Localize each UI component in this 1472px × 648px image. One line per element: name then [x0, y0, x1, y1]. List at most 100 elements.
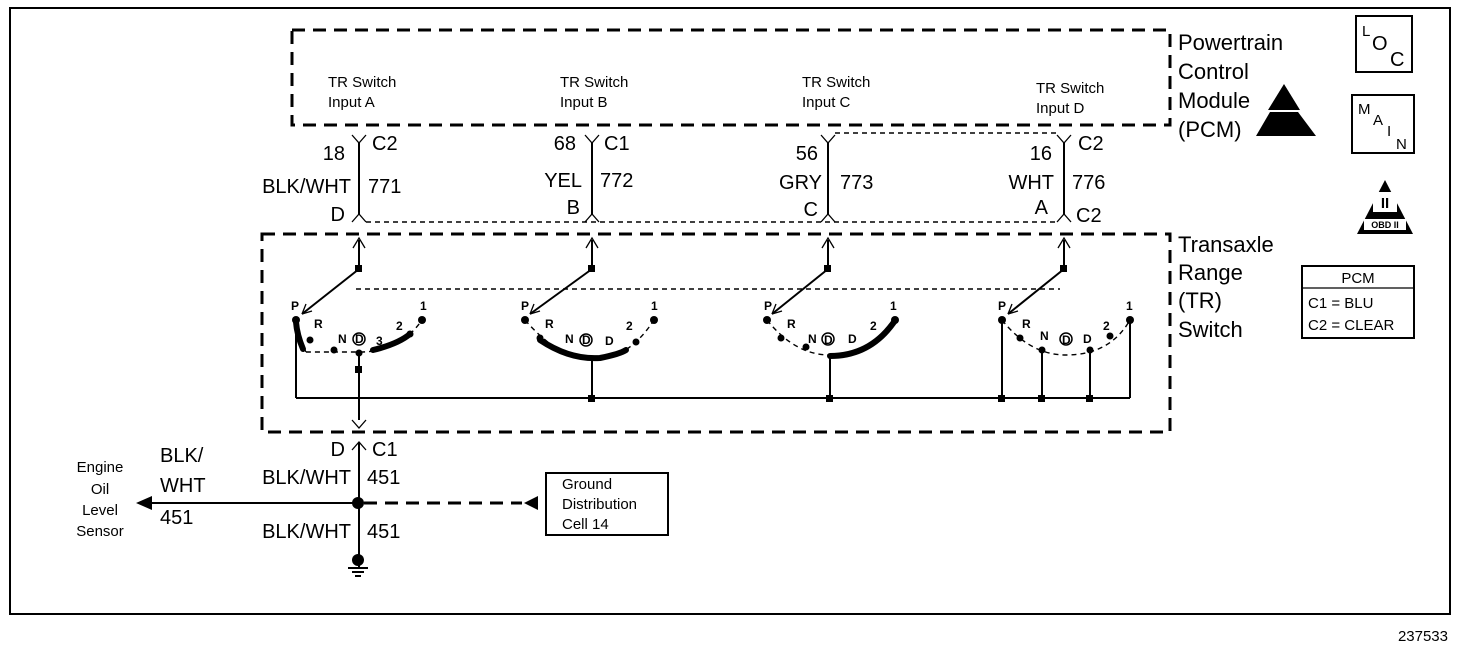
esd-warning-icon — [1268, 84, 1300, 110]
svg-text:O: O — [1372, 33, 1388, 55]
svg-text:P: P — [764, 299, 772, 313]
svg-text:D: D — [1083, 332, 1092, 346]
pcm-connectors — [351, 134, 1072, 144]
svg-text:M: M — [1358, 101, 1371, 118]
wire-d-labels: 16 C2 WHT 776 A C2 — [1008, 133, 1105, 227]
svg-text:Powertrain: Powertrain — [1178, 30, 1283, 55]
switch-group-d: P R N D D 2 1 — [998, 236, 1134, 402]
svg-text:I: I — [1387, 123, 1391, 140]
svg-text:GRY: GRY — [779, 172, 822, 194]
svg-text:Input B: Input B — [560, 94, 608, 111]
svg-text:P: P — [291, 299, 299, 313]
svg-text:R: R — [1022, 317, 1031, 331]
svg-text:D: D — [1062, 333, 1071, 347]
figure-number: 237533 — [1398, 628, 1448, 645]
svg-text:1: 1 — [1126, 299, 1133, 313]
svg-text:2: 2 — [1103, 319, 1110, 333]
svg-text:Input D: Input D — [1036, 100, 1085, 117]
svg-text:Range: Range — [1178, 260, 1243, 285]
svg-text:C2: C2 — [1078, 133, 1104, 155]
tr-switch-title: Transaxle Range (TR) Switch — [1178, 232, 1274, 342]
svg-text:BLK/: BLK/ — [160, 445, 204, 467]
svg-text:773: 773 — [840, 172, 873, 194]
svg-text:II: II — [1381, 195, 1389, 212]
svg-text:N: N — [565, 332, 574, 346]
svg-text:772: 772 — [600, 170, 633, 192]
svg-text:L: L — [1362, 23, 1370, 40]
svg-text:451: 451 — [367, 521, 400, 543]
svg-text:N: N — [1396, 136, 1407, 153]
svg-text:Ground: Ground — [562, 476, 612, 493]
svg-text:1: 1 — [651, 299, 658, 313]
svg-text:451: 451 — [367, 467, 400, 489]
svg-text:BLK/WHT: BLK/WHT — [262, 467, 351, 489]
svg-text:C2 = CLEAR: C2 = CLEAR — [1308, 317, 1394, 334]
svg-text:2: 2 — [870, 319, 877, 333]
svg-text:C1: C1 — [372, 439, 398, 461]
svg-text:2: 2 — [396, 319, 403, 333]
svg-text:A: A — [1035, 197, 1049, 219]
svg-text:Input A: Input A — [328, 94, 375, 111]
svg-text:A: A — [1373, 112, 1383, 129]
svg-text:Engine: Engine — [77, 459, 124, 476]
ground-node — [352, 554, 364, 566]
svg-text:N: N — [808, 332, 817, 346]
svg-text:3: 3 — [376, 334, 383, 348]
wire-a-labels: 18 C2 BLK/WHT 771 D — [262, 133, 401, 226]
tr-switch-box — [260, 232, 1172, 434]
svg-text:2: 2 — [626, 319, 633, 333]
svg-text:P: P — [998, 299, 1006, 313]
switch-group-b: P R N D D 2 1 — [521, 236, 658, 402]
svg-text:Distribution: Distribution — [562, 496, 637, 513]
svg-text:D: D — [355, 332, 364, 346]
svg-text:R: R — [314, 317, 323, 331]
svg-text:Sensor: Sensor — [76, 523, 124, 540]
svg-text:BLK/WHT: BLK/WHT — [262, 521, 351, 543]
svg-text:68: 68 — [554, 133, 576, 155]
svg-text:Module: Module — [1178, 88, 1250, 113]
svg-text:D: D — [824, 333, 833, 347]
pcm-title: Powertrain Control Module (PCM) — [1178, 30, 1283, 142]
oil-level-sensor-label: Engine Oil Level Sensor — [76, 459, 124, 540]
obd-ii-icon: II OBD II — [1357, 180, 1413, 234]
svg-text:N: N — [1040, 329, 1049, 343]
svg-text:B: B — [567, 197, 580, 219]
pcm-input-c: TR Switch Input C — [802, 74, 870, 111]
left-wire-labels: BLK/ WHT 451 — [160, 445, 206, 529]
svg-text:Oil: Oil — [91, 481, 109, 498]
svg-text:16: 16 — [1030, 143, 1052, 165]
wire-c-labels: 56 GRY 773 C — [779, 143, 873, 221]
svg-text:D: D — [848, 332, 857, 346]
svg-text:Transaxle: Transaxle — [1178, 232, 1274, 257]
svg-text:1: 1 — [420, 299, 427, 313]
wire-b-labels: 68 C1 YEL 772 B — [544, 133, 633, 219]
svg-text:771: 771 — [368, 176, 401, 198]
svg-text:C1: C1 — [604, 133, 630, 155]
svg-text:OBD II: OBD II — [1371, 220, 1399, 230]
svg-text:Control: Control — [1178, 59, 1249, 84]
svg-text:YEL: YEL — [544, 170, 582, 192]
svg-text:R: R — [787, 317, 796, 331]
svg-text:P: P — [521, 299, 529, 313]
switch-group-a: P R N D 3 2 1 — [291, 236, 427, 420]
diagram-frame — [9, 7, 1451, 615]
svg-text:WHT: WHT — [1008, 172, 1054, 194]
svg-text:(TR): (TR) — [1178, 288, 1222, 313]
svg-text:TR Switch: TR Switch — [560, 74, 628, 91]
svg-text:C: C — [804, 199, 818, 221]
svg-text:(PCM): (PCM) — [1178, 117, 1242, 142]
svg-text:R: R — [545, 317, 554, 331]
ground-arrow — [351, 419, 367, 429]
svg-text:1: 1 — [890, 299, 897, 313]
svg-text:C: C — [1390, 49, 1404, 71]
svg-text:776: 776 — [1072, 172, 1105, 194]
svg-text:18: 18 — [323, 143, 345, 165]
svg-text:D: D — [605, 334, 614, 348]
pcm-input-d: TR Switch Input D — [1036, 80, 1104, 117]
esd-hand-icon — [1256, 112, 1316, 136]
pcm-input-a: TR Switch Input A — [328, 74, 396, 111]
svg-text:Level: Level — [82, 502, 118, 519]
svg-text:Cell 14: Cell 14 — [562, 516, 609, 533]
svg-text:N: N — [338, 332, 347, 346]
